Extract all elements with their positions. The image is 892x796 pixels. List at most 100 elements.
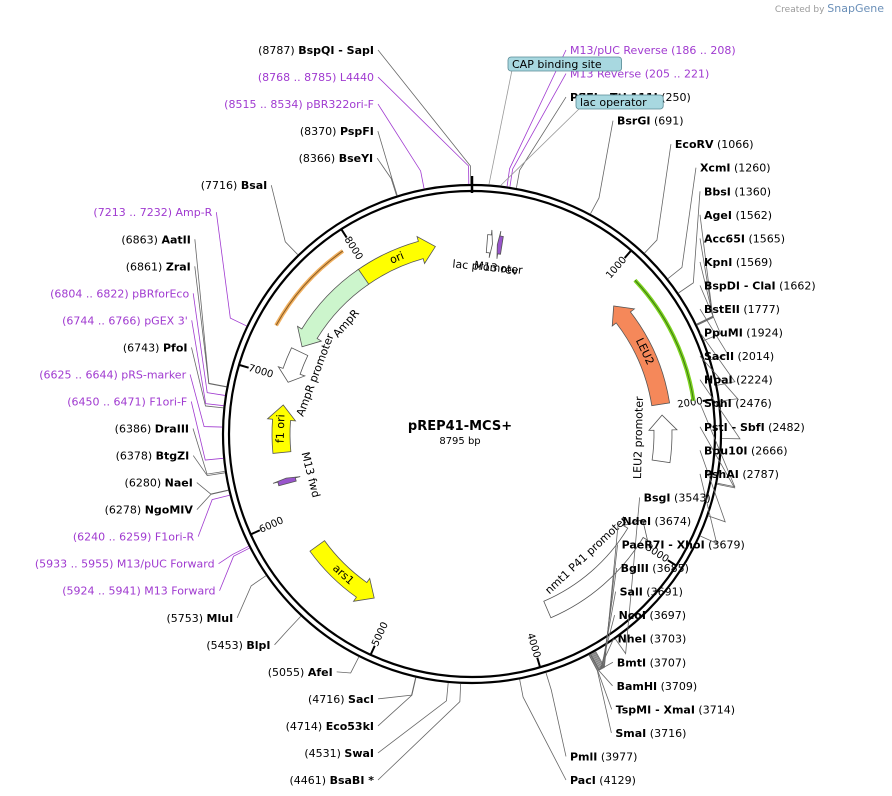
tick-label-1000: 1000 xyxy=(604,255,629,281)
site-text: (3697) xyxy=(646,609,686,622)
site-text: BtgZI xyxy=(156,450,190,463)
site-label-blpi: (5453) BlpI xyxy=(206,639,270,652)
site-text: (4531) xyxy=(304,747,344,760)
site-text: (1562) xyxy=(732,209,772,222)
site-text: BbsI xyxy=(704,185,731,198)
site-text: SmaI xyxy=(615,727,646,740)
site-leader-pmli xyxy=(545,672,567,757)
site-text: (4716) xyxy=(308,693,348,706)
site-text: (2476) xyxy=(732,397,772,410)
site-text: (8768 .. 8785) xyxy=(258,71,340,84)
tick-2000 xyxy=(702,398,713,403)
site-text: F1ori-F xyxy=(149,395,187,408)
site-text: (5055) xyxy=(268,666,308,679)
feature-ampr-promoter xyxy=(277,347,309,383)
feature-ampr xyxy=(296,268,370,348)
tick-6000 xyxy=(250,529,261,536)
boxed-leader-cap-binding-site xyxy=(488,69,513,185)
credit-prefix: Created by xyxy=(774,5,825,15)
site-leader-pbr322ori-f xyxy=(377,103,425,189)
boxed-label-cap-binding-site: CAP binding site xyxy=(512,58,602,71)
site-text: SacI xyxy=(348,693,374,706)
site-text: (2666) xyxy=(748,444,788,457)
site-text: (1360) xyxy=(731,185,771,198)
site-text: (1260) xyxy=(731,162,771,175)
feature-leu2 xyxy=(611,305,671,407)
site-text: SwaI xyxy=(344,747,374,760)
tick-label-5000: 5000 xyxy=(370,621,391,649)
site-label-sali: SalI (3691) xyxy=(620,586,683,599)
site-label-bsai: (7716) BsaI xyxy=(201,179,268,192)
site-label-pmli: PmlI (3977) xyxy=(570,750,637,763)
site-label-bsrgi: BsrGI (691) xyxy=(617,115,684,128)
site-text: (3716) xyxy=(646,727,686,740)
site-leader-btgzi xyxy=(192,455,226,477)
site-label-tspmi: TspMI - XmaI (3714) xyxy=(616,703,735,716)
site-leader-afei xyxy=(336,656,360,674)
site-text: SacII xyxy=(704,350,734,363)
site-text: (6278) xyxy=(105,504,145,517)
site-leader-sphi xyxy=(699,403,736,488)
site-text: PshAI xyxy=(704,468,739,481)
site-label-afei: (5055) AfeI xyxy=(268,666,333,679)
site-label-bmti: BmtI (3707) xyxy=(617,656,686,669)
site-text: (6863) xyxy=(121,233,161,246)
site-text: BsgI xyxy=(644,491,671,504)
site-text: (1066) xyxy=(714,138,754,151)
site-label-hpai: HpaI (2224) xyxy=(704,374,773,387)
site-label-ndei: NdeI (3674) xyxy=(622,515,691,528)
site-leader-psti xyxy=(699,426,736,489)
site-label-paci: PacI (4129) xyxy=(570,774,636,787)
site-label-sacii: SacII (2014) xyxy=(704,350,774,363)
site-text: (205 .. 221) xyxy=(641,68,709,81)
site-label-bseyi: (8366) BseYI xyxy=(299,152,374,165)
site-label-bbsi: BbsI (1360) xyxy=(704,185,771,198)
site-label-m13-puc-forward: (5933 .. 5955) M13/pUC Forward xyxy=(35,558,215,571)
ori-extent-arc-line xyxy=(275,250,344,326)
feature-label-leu2-promoter: LEU2 promoter xyxy=(631,396,646,479)
site-label-draiii: (6386) DraIII xyxy=(115,423,189,436)
site-leader-draiii xyxy=(192,428,225,475)
site-leader-bseyi xyxy=(376,157,397,196)
site-text: NaeI xyxy=(165,477,193,490)
site-text: PaeR7I xyxy=(622,539,665,552)
site-label-f1ori-f: (6450 .. 6471) F1ori-F xyxy=(67,395,187,408)
site-text: AgeI xyxy=(704,209,732,222)
site-label-aatii: (6863) AatII xyxy=(121,233,190,246)
site-leader-f1ori-f xyxy=(190,401,224,461)
site-labels: M13/pUC Reverse (186 .. 208)M13 Reverse … xyxy=(35,44,816,787)
site-text: pBR322ori-F xyxy=(306,98,374,111)
plasmid-backbone xyxy=(221,176,723,685)
site-label-ncoi: NcoI (3697) xyxy=(619,609,686,622)
tick-label-4000: 4000 xyxy=(524,632,542,660)
site-text: DraIII xyxy=(155,423,189,436)
tick-5000 xyxy=(369,645,376,656)
site-text: M13/pUC Forward xyxy=(117,558,215,571)
feature-leu2-promoter xyxy=(648,414,678,464)
feature-ars1 xyxy=(309,540,375,602)
site-text: SphI xyxy=(704,397,732,410)
site-leader-ngomiv xyxy=(196,489,229,510)
site-text: NheI xyxy=(618,633,647,646)
site-leader-bspqi xyxy=(377,49,471,185)
site-text: BsaBI * xyxy=(330,774,375,787)
site-text: Amp-R xyxy=(175,206,212,219)
site-label-amp-r: (7213 .. 7232) Amp-R xyxy=(93,206,212,219)
site-text: ZraI xyxy=(166,260,191,273)
site-leader-naei xyxy=(196,482,229,495)
site-text: (3703) xyxy=(646,633,686,646)
leu2-cds-arc-line xyxy=(634,279,695,401)
tick-label-6000: 6000 xyxy=(258,515,286,536)
site-label-btgzi: (6378) BtgZI xyxy=(116,450,190,463)
site-label-f1ori-r: (6240 .. 6259) F1ori-R xyxy=(73,531,195,544)
site-label-sphi: SphI (2476) xyxy=(704,397,772,410)
boxed-leader-lac-operator xyxy=(500,107,581,186)
site-label-bamhi: BamHI (3709) xyxy=(617,680,698,693)
site-label-bsgi: BsgI (3543) xyxy=(644,491,711,504)
site-text: (3679) xyxy=(705,539,745,552)
site-text: - XhoI xyxy=(664,539,704,552)
site-text: BglII xyxy=(621,562,649,575)
site-leader-bamhi xyxy=(589,654,613,687)
